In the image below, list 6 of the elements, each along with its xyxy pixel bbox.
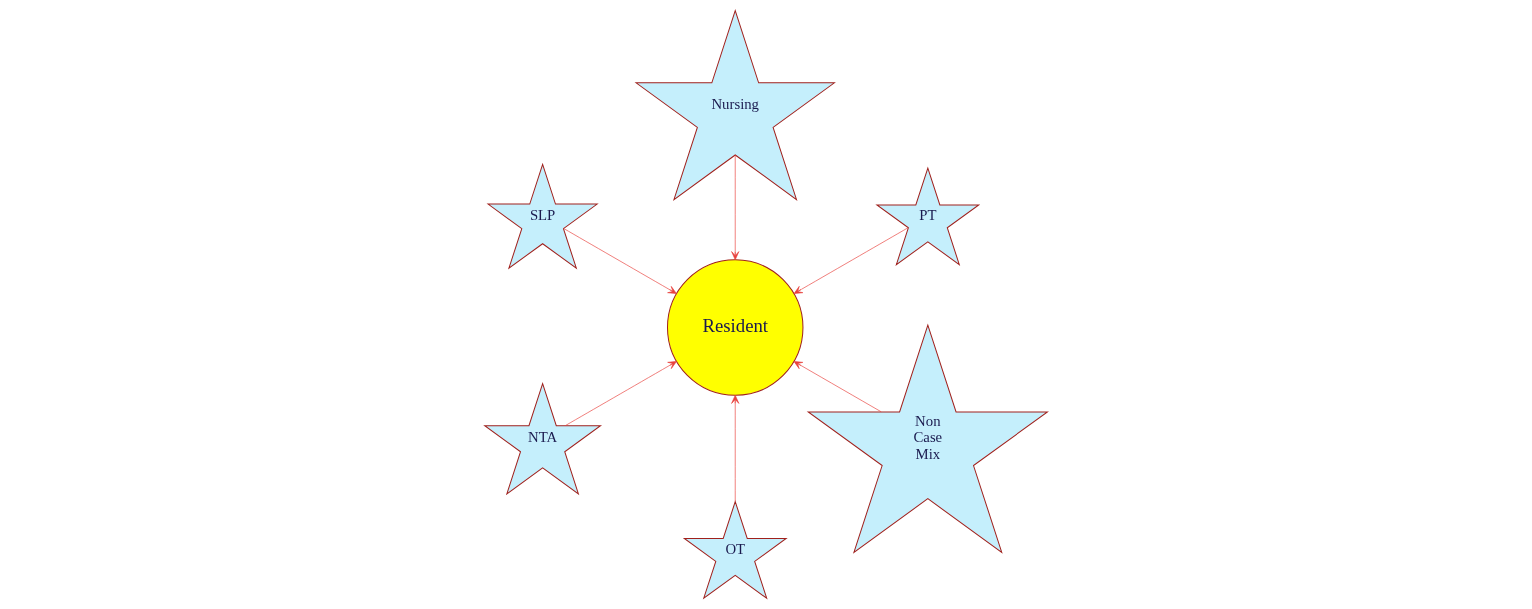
arrow [731,395,740,502]
arrow [731,154,740,260]
arrow [563,228,677,294]
arrow [793,227,909,294]
arrow [793,361,882,413]
arrow [564,361,677,426]
